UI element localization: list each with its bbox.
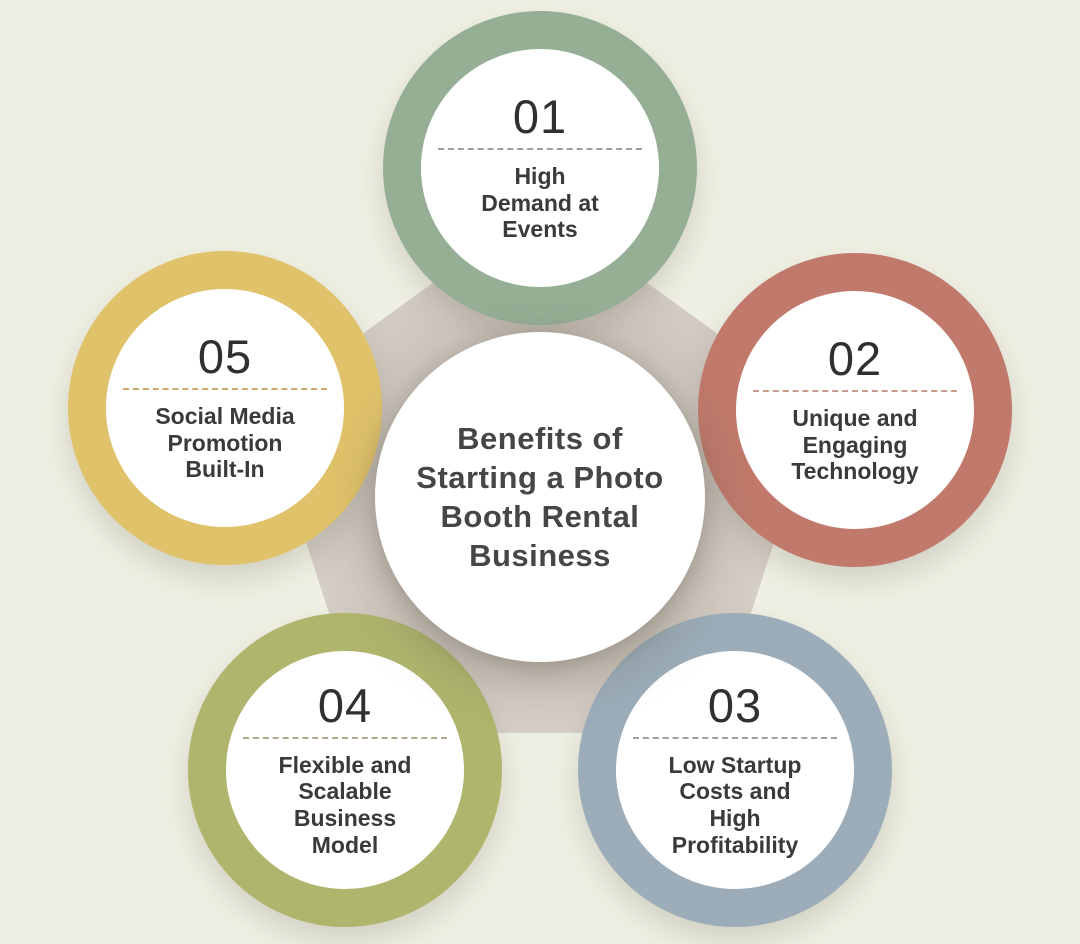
benefit-circle-01: 01 High Demand at Events (383, 11, 697, 325)
dashed-divider-02 (753, 389, 957, 392)
benefit-label-02: Unique and Engaging Technology (791, 404, 919, 485)
benefit-label-04: Flexible and Scalable Business Model (278, 751, 412, 858)
benefit-label-05: Social Media Promotion Built-In (155, 402, 295, 483)
benefit-number-04: 04 (317, 678, 373, 732)
benefit-number-02: 02 (827, 331, 883, 385)
benefit-circle-05: 05 Social Media Promotion Built-In (68, 251, 382, 565)
benefit-circle-04: 04 Flexible and Scalable Business Model (188, 613, 502, 927)
dashed-divider-01 (438, 147, 642, 150)
dashed-divider-05 (123, 387, 327, 390)
benefit-number-01: 01 (512, 89, 568, 143)
benefit-label-01: High Demand at Events (481, 162, 599, 243)
benefit-number-05: 05 (197, 329, 253, 383)
benefit-circle-02: 02 Unique and Engaging Technology (698, 253, 1012, 567)
benefit-label-03: Low Startup Costs and High Profitability (668, 751, 802, 858)
benefit-number-03: 03 (707, 678, 763, 732)
benefit-circle-03: 03 Low Startup Costs and High Profitabil… (578, 613, 892, 927)
dashed-divider-04 (243, 736, 447, 739)
center-title-circle: Benefits of Starting a Photo Booth Renta… (375, 332, 705, 662)
infographic-title: Benefits of Starting a Photo Booth Renta… (416, 420, 664, 574)
dashed-divider-03 (633, 736, 837, 739)
